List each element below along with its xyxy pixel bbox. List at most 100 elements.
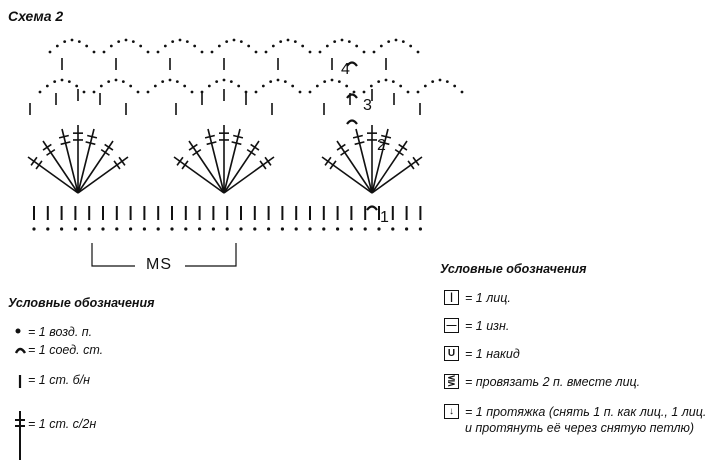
chain-dot (53, 80, 57, 84)
chain-dot (333, 40, 337, 44)
chain-dot (185, 40, 189, 44)
chain-dot (308, 50, 312, 54)
purl-box-icon: — (444, 318, 459, 333)
chain-dot (153, 84, 157, 88)
fan-crossbar (233, 134, 244, 139)
fan-stitch (321, 156, 373, 194)
repeat-label-ms: MS (146, 256, 172, 273)
fan-motifs (27, 89, 423, 194)
chain-dot (215, 80, 219, 84)
fan-stitch (371, 140, 408, 194)
base-chain-dot (211, 227, 215, 231)
chain-dot (121, 80, 125, 84)
chain-dot (445, 80, 449, 84)
legend-right-item-knit: | = 1 лиц. (444, 290, 511, 306)
chain-dot (45, 84, 49, 88)
chain-dot (362, 90, 366, 94)
fan-stitch (77, 140, 114, 194)
base-chain-dot (73, 227, 77, 231)
chain-dot (384, 78, 388, 82)
dot-chain-icon (14, 324, 28, 341)
base-chain-dot (349, 227, 353, 231)
legend-left-item-chain: = 1 возд. п. (14, 324, 92, 341)
chain-dot (237, 84, 241, 88)
fan-crossbar (104, 143, 114, 151)
chain-dot (340, 38, 344, 42)
chain-dot (261, 84, 265, 88)
chain-dot (131, 40, 135, 44)
chain-dot (379, 44, 383, 48)
base-chain-dot (129, 227, 133, 231)
base-chain-dot (267, 227, 271, 231)
yarn-over-box-icon: U (444, 346, 459, 361)
chain-dot (207, 84, 211, 88)
fan-crossbar (246, 148, 256, 156)
chain-dot (75, 84, 79, 88)
chain-dot (229, 80, 233, 84)
legend-left-item-slip: = 1 соед. ст. (14, 342, 103, 359)
chain-dot (171, 40, 175, 44)
chain-dot (239, 40, 243, 44)
fan-crossbar (188, 143, 198, 151)
chain-dot (247, 44, 251, 48)
chain-dot (460, 90, 464, 94)
fan-crossbar (336, 143, 346, 151)
chain-dot (323, 80, 327, 84)
chain-dot (293, 40, 297, 44)
chain-dot (387, 40, 391, 44)
chain-dot (269, 80, 273, 84)
fan-stitch (77, 156, 129, 194)
chain-dot (146, 50, 150, 54)
single-crochet-icon (14, 372, 28, 393)
k2tog-box-icon: ⋚ (444, 374, 459, 389)
chain-dot (355, 44, 359, 48)
base-chain-dot (184, 227, 188, 231)
fan-crossbar (324, 156, 332, 166)
chain-dot (308, 90, 312, 94)
base-chain-dot (115, 227, 119, 231)
legend-right-item-yo: U = 1 накид (444, 346, 520, 362)
chain-dot (244, 90, 248, 94)
chain-dot (279, 40, 283, 44)
chain-dot (109, 44, 113, 48)
chain-dot (283, 80, 287, 84)
fan-stitch (371, 128, 389, 194)
chain-dot (352, 90, 356, 94)
chain-dot (168, 78, 172, 82)
chain-dot (139, 44, 143, 48)
chain-dot (210, 50, 214, 54)
chain-dot (48, 50, 52, 54)
chain-dot (222, 78, 226, 82)
fan-crossbar (259, 160, 267, 170)
legend-right-item-k2tog: ⋚ = провязать 2 п. вместе лиц. (444, 374, 640, 390)
base-chain-dot (239, 227, 243, 231)
legend-left-item-dc: = 1 ст. с/2н (14, 410, 96, 465)
chain-dot (291, 84, 295, 88)
chain-dot (183, 84, 187, 88)
fan-crossbar (398, 143, 408, 151)
fan-stitch (188, 140, 225, 194)
chain-dot (345, 84, 349, 88)
chain-dot (298, 90, 302, 94)
double-crochet-icon (14, 410, 28, 465)
fan-crossbar (100, 148, 110, 156)
chain-dot (362, 50, 366, 54)
chain-dot (146, 90, 150, 94)
row-number-3: 3 (363, 97, 372, 114)
fan-crossbar (412, 156, 420, 166)
base-chain-dot (336, 227, 340, 231)
base-chain-dot (32, 227, 36, 231)
base-chain-dot (101, 227, 105, 231)
chain-dot (156, 50, 160, 54)
chain-dot (301, 44, 305, 48)
chain-dot (330, 78, 334, 82)
chain-dot (347, 40, 351, 44)
fan-crossbar (407, 160, 415, 170)
chain-dot (438, 78, 442, 82)
base-chain-dot (280, 227, 284, 231)
fan-stitch (223, 156, 275, 194)
fan-crossbar (35, 160, 43, 170)
chain-dot (399, 84, 403, 88)
chain-dot (85, 44, 89, 48)
